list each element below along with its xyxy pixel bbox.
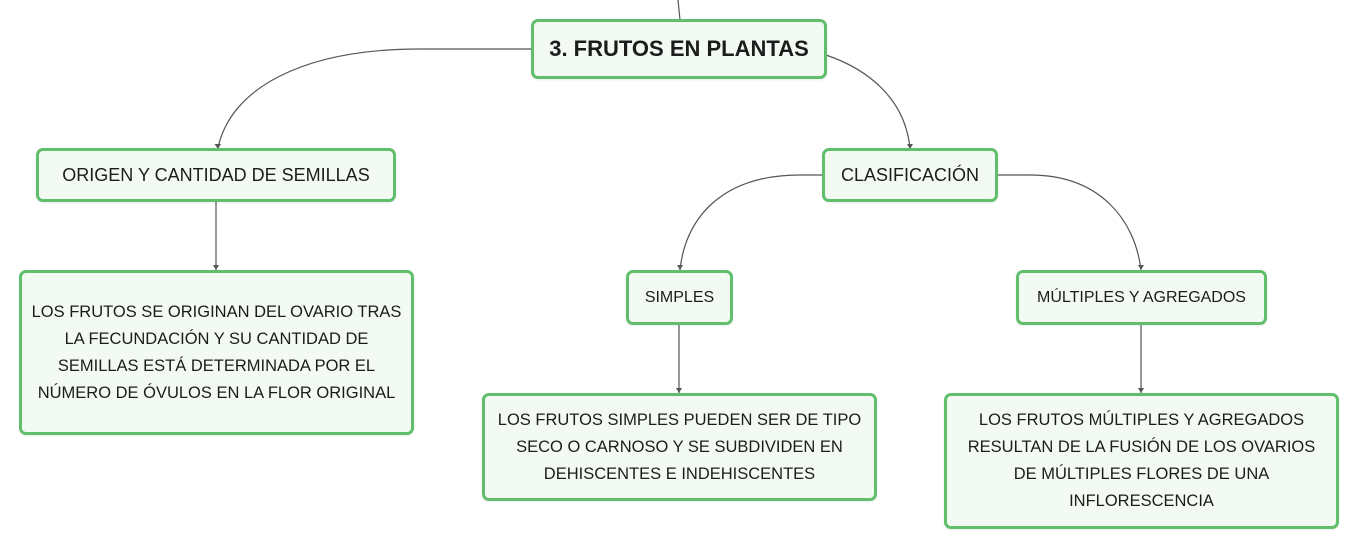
connector-root-to-clasificacion	[825, 54, 911, 149]
simples-node[interactable]: SIMPLES	[626, 270, 733, 325]
connector-clasificacion-to-simples	[679, 174, 823, 271]
multiples-description-node[interactable]: LOS FRUTOS MÚLTIPLES Y AGREGADOS RESULTA…	[944, 393, 1339, 529]
arrowhead	[676, 388, 682, 393]
arrowhead	[1138, 388, 1144, 393]
multiples-description-text: LOS FRUTOS MÚLTIPLES Y AGREGADOS RESULTA…	[967, 411, 1316, 510]
multiples-node[interactable]: MÚLTIPLES Y AGREGADOS	[1016, 270, 1267, 325]
arrowhead	[907, 144, 913, 149]
origen-description-node[interactable]: LOS FRUTOS SE ORIGINAN DEL OVARIO TRAS L…	[19, 270, 414, 435]
multiples-node-label: MÚLTIPLES Y AGREGADOS	[1037, 288, 1246, 306]
clasificacion-node[interactable]: CLASIFICACIÓN	[822, 148, 998, 202]
origen-node-label: ORIGEN Y CANTIDAD DE SEMILLAS	[62, 164, 370, 185]
simples-node-label: SIMPLES	[644, 288, 715, 306]
origen-description-text: LOS FRUTOS SE ORIGINAN DEL OVARIO TRAS L…	[31, 302, 402, 402]
arrowhead	[1138, 265, 1144, 270]
root-node[interactable]: 3. FRUTOS EN PLANTAS	[531, 19, 827, 79]
connector-from-parent	[677, 0, 681, 21]
origen-node[interactable]: ORIGEN Y CANTIDAD DE SEMILLAS	[36, 148, 396, 202]
connector-clasificacion-to-multiples	[997, 174, 1142, 271]
simples-description-text: LOS FRUTOS SIMPLES PUEDEN SER DE TIPO SE…	[497, 410, 862, 483]
arrowhead	[213, 265, 219, 270]
clasificacion-node-label: CLASIFICACIÓN	[840, 164, 980, 185]
root-node-label: 3. FRUTOS EN PLANTAS	[549, 36, 809, 61]
simples-description-node[interactable]: LOS FRUTOS SIMPLES PUEDEN SER DE TIPO SE…	[482, 393, 877, 501]
arrowhead	[677, 265, 683, 270]
arrowhead	[214, 144, 221, 149]
connector-root-to-origen	[217, 48, 532, 149]
